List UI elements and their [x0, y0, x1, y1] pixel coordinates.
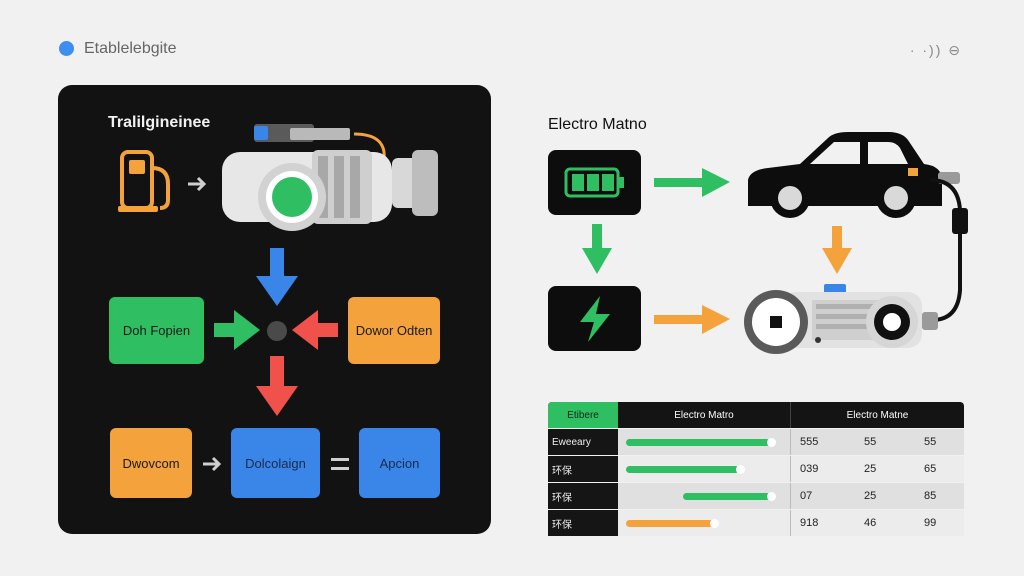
junction-node	[267, 321, 287, 341]
row-divider	[790, 429, 791, 455]
row-value: 99	[924, 517, 937, 529]
box-bottom-left: Dwovcom	[110, 428, 192, 498]
row-label: Eweeary	[548, 429, 618, 455]
electro-title: Electro Matno	[548, 116, 647, 133]
box-bottom-center: Dolcolaign	[231, 428, 320, 498]
battery-icon	[564, 167, 624, 198]
header-cell: Electro Matne	[846, 409, 909, 421]
bar-end-dot	[767, 438, 776, 447]
box-label: Dolcolaign	[245, 455, 306, 471]
row-value: 039	[800, 463, 819, 475]
header-divider	[790, 402, 791, 428]
row-divider	[790, 456, 791, 482]
table-row: 环保 039 25 65	[548, 456, 964, 482]
row-value: 65	[924, 463, 937, 475]
row-bar	[626, 466, 739, 473]
box-bottom-right: Apcion	[359, 428, 440, 498]
arrow-down-blue-icon	[256, 248, 298, 306]
bar-end-dot	[710, 519, 719, 528]
arrow-left-red-icon	[292, 310, 338, 350]
box-label: Apcion	[379, 455, 420, 471]
comparison-table: Etibere Electro Matro Electro Matne Ewee…	[548, 402, 964, 536]
box-label: Dowor Odten	[355, 323, 433, 338]
table-row: 环保 07 25 85	[548, 483, 964, 509]
row-bar	[683, 493, 770, 500]
arrow-right-orange-icon	[654, 305, 730, 334]
electric-motor-icon	[744, 284, 938, 354]
bar-end-dot	[767, 492, 776, 501]
equals-icon	[331, 458, 349, 470]
arrow-down-green-icon	[582, 224, 612, 274]
lightning-icon	[580, 296, 610, 342]
arrow-right-icon	[188, 176, 207, 192]
row-value: 07	[800, 490, 813, 502]
row-value: 918	[800, 517, 819, 529]
row-label: 环保	[548, 456, 618, 482]
brand-dot-icon	[59, 41, 74, 56]
arrow-down-red-icon	[256, 356, 298, 416]
row-bar	[626, 520, 713, 527]
panel-title: Tralilgineinee	[108, 114, 211, 131]
table-row: 环保 918 46 99	[548, 510, 964, 536]
engine-icon	[222, 124, 438, 231]
arrow-right-green-icon	[214, 310, 260, 350]
car-icon	[748, 132, 960, 218]
header-cell: Etibere	[548, 402, 618, 428]
table-header: Etibere Electro Matro Electro Matne	[548, 402, 964, 428]
charging-cable-icon	[930, 178, 968, 322]
box-label: Dwovcom	[122, 455, 180, 471]
row-value: 555	[800, 436, 819, 448]
power-tile	[548, 286, 641, 351]
row-bar	[626, 439, 770, 446]
header-cell: Electro Matro	[674, 409, 734, 421]
brand-title: Etablelebgite	[84, 40, 177, 57]
row-value: 25	[864, 463, 877, 475]
box-label: Doh Fopien	[122, 323, 191, 338]
row-value: 85	[924, 490, 937, 502]
row-divider	[790, 510, 791, 536]
header-status-icons: · ·)) ⊖	[909, 42, 962, 58]
arrow-down-orange-icon	[822, 226, 852, 274]
row-value: 55	[864, 436, 877, 448]
row-label: 环保	[548, 483, 618, 509]
row-value: 46	[864, 517, 877, 529]
arrow-right-icon	[203, 456, 222, 472]
fuel-pump-icon	[118, 150, 170, 212]
row-value: 55	[924, 436, 937, 448]
box-middle-left: Doh Fopien	[109, 297, 204, 364]
row-value: 25	[864, 490, 877, 502]
row-divider	[790, 483, 791, 509]
box-middle-right: Dowor Odten	[348, 297, 440, 364]
bar-end-dot	[735, 465, 745, 474]
row-label: 环保	[548, 510, 618, 536]
battery-tile	[548, 150, 641, 215]
arrow-right-green-icon	[654, 168, 730, 197]
